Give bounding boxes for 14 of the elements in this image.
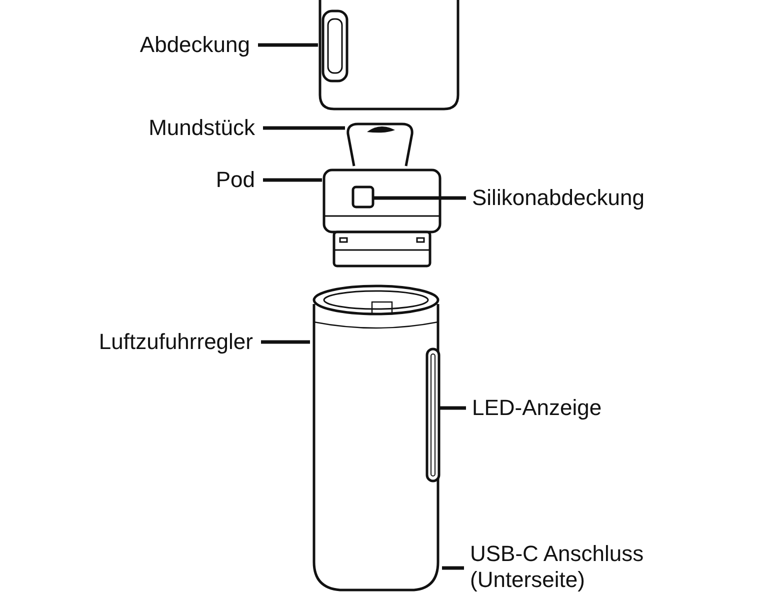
leader-line <box>258 43 318 47</box>
part-label: USB-C Anschluss (Unterseite) <box>470 541 660 595</box>
leader-line <box>374 196 466 200</box>
part-label: Luftzufuhrregler <box>40 329 253 355</box>
part-label: Abdeckung <box>100 32 250 58</box>
part-label: Pod <box>150 167 255 193</box>
leader-line <box>440 406 466 410</box>
leader-line <box>442 566 464 570</box>
part-label: Mundstück <box>100 115 255 141</box>
part-label: Silikonabdeckung <box>472 185 672 211</box>
leader-line <box>263 126 345 130</box>
leader-line <box>263 178 322 182</box>
part-label: LED-Anzeige <box>472 395 622 421</box>
leader-line <box>261 340 310 344</box>
